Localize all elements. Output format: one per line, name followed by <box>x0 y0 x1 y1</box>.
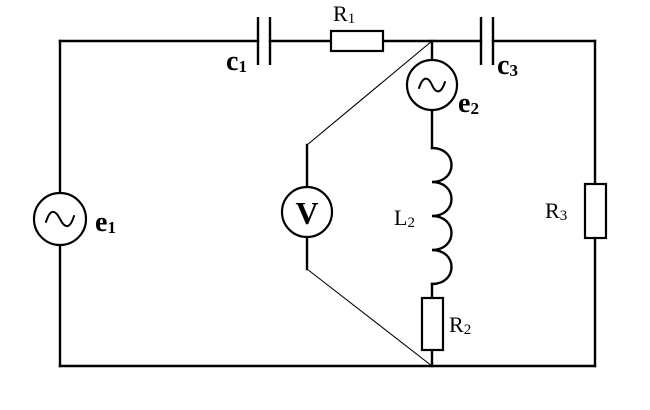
resistor-r2: R2 <box>420 296 471 352</box>
source-e1: e1 <box>32 191 116 247</box>
voltmeter-lead-top-diagonal <box>306 40 433 146</box>
capacitor-c1: c1 <box>226 17 272 77</box>
capacitor-c3: c3 <box>479 17 518 81</box>
source-e2: e2 <box>405 58 479 119</box>
voltmeter-label: V <box>295 195 318 231</box>
inductor-l2: L2 <box>394 146 453 286</box>
e2-label: e2 <box>458 88 479 119</box>
voltmeter-icon <box>280 185 334 239</box>
resistor-r1: R1 <box>329 1 385 53</box>
wires <box>58 39 597 368</box>
r2-label: R2 <box>449 312 471 338</box>
voltmeter: V <box>280 185 334 239</box>
c3-label: c3 <box>497 50 518 81</box>
r1-label: R1 <box>333 1 355 27</box>
r3-label: R3 <box>545 198 567 224</box>
voltmeter-lead-bottom-diagonal <box>306 268 433 367</box>
e1-label: e1 <box>95 207 116 238</box>
l2-label: L2 <box>394 205 415 231</box>
resistor-r3: R3 <box>545 182 608 240</box>
c1-label: c1 <box>226 46 247 77</box>
